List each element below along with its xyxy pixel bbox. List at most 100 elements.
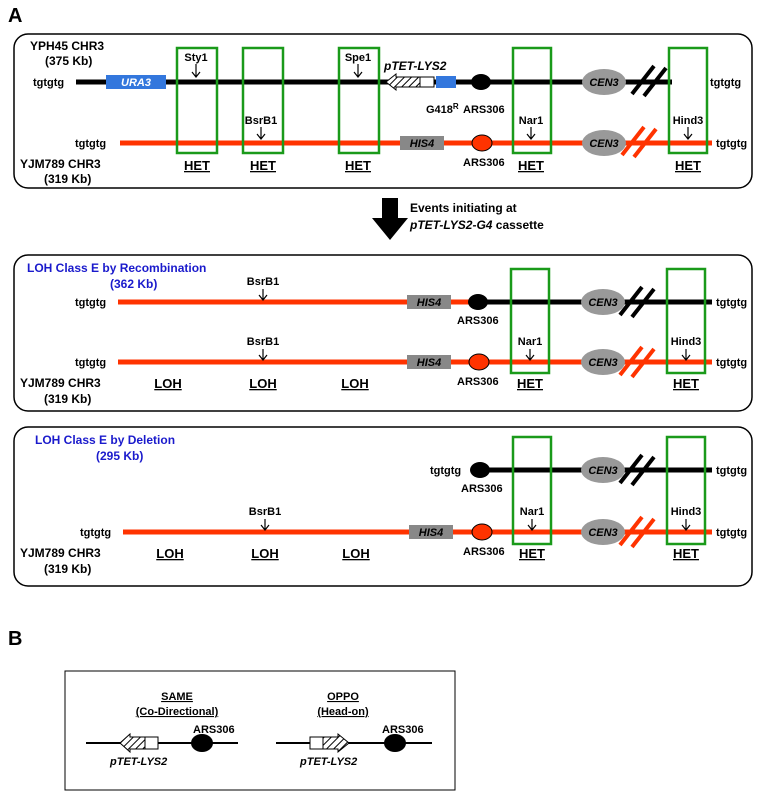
arrow-spe1 [353,64,363,78]
recomb-his4-box-1 [407,295,451,309]
g418-box [436,76,456,88]
recomb-break-red-1 [618,345,644,377]
deletion-hind3: Hind3 [671,506,702,518]
deletion-cen3-1: CEN3 [588,465,617,477]
ars306-label-black: ARS306 [463,104,505,116]
het-label-5: HET [675,158,701,173]
deletion-red-name: YJM789 CHR3 [20,546,101,560]
deletion-loh-2: LOH [251,546,278,561]
het-box-bsrb1 [241,46,285,155]
recomb-bsrb1-2: BsrB1 [247,336,279,348]
deletion-tel-left-1: tgtgtg [430,465,461,477]
same-ptet-label: pTET-LYS2 [109,756,167,768]
het-box-hind3 [667,46,709,155]
recomb-size: (362 Kb) [110,277,157,291]
telomere-left-red: tgtgtg [75,138,106,150]
same-ars306-oval [191,734,213,752]
oppo-ptet-box [309,736,324,750]
same-ars306-label: ARS306 [193,724,235,736]
his4-box [400,136,444,150]
ptet-lys2-label: pTET-LYS2 [383,59,447,73]
telomere-left: tgtgtg [33,77,64,89]
g418r-label: G418R [426,102,459,116]
het-label-4: HET [518,158,544,173]
het-label-3: HET [345,158,371,173]
deletion-his4: HIS4 [419,527,443,539]
deletion-size: (295 Kb) [96,449,143,463]
recomb-box-frame [13,254,753,412]
ars306-oval-black [471,74,491,90]
recomb-ars-oval-2 [468,353,490,371]
oppo-title: OPPO [327,691,359,703]
cen3-label-red: CEN3 [589,138,618,150]
deletion-het-2: HET [673,546,699,561]
recomb-loh-1: LOH [154,376,181,391]
site-hind3: Hind3 [673,115,704,127]
red-chr-size: (319 Kb) [44,172,91,186]
recomb-ars-label-1: ARS306 [457,315,499,327]
same-title: SAME [161,691,193,703]
recomb-hind3: Hind3 [671,336,702,348]
deletion-cen3-2: CEN3 [588,527,617,539]
het-box-sty1 [175,46,219,155]
deletion-nar1: Nar1 [520,506,544,518]
site-sty1: Sty1 [184,52,207,64]
break-mark-black-1 [630,64,656,96]
recomb-het-box-hind3 [665,267,707,375]
deletion-break-red-1 [618,515,644,547]
deletion-box-frame [13,426,753,587]
deletion-ars-oval-2 [471,523,493,541]
g418-sup: R [453,102,459,111]
site-spe1: Spe1 [345,52,371,64]
break-mark-red-1 [620,125,646,157]
panel-a-label: A [8,5,22,27]
his4-label: HIS4 [410,138,434,150]
recomb-red-name: YJM789 CHR3 [20,376,101,390]
recomb-cen3-oval-1 [581,289,625,315]
ura3-box [106,75,166,89]
deletion-tel-right-2: tgtgtg [716,527,747,539]
deletion-break-black-1 [618,453,644,485]
deletion-break-red-2 [630,517,656,549]
top-box-frame [13,33,753,189]
black-chr-size: (375 Kb) [45,54,92,68]
telomere-right: tgtgtg [710,77,741,89]
oppo-ars306-oval [384,734,406,752]
panel-b-label: B [8,628,22,650]
events-cassette-rest: cassette [492,218,544,232]
recomb-loh-2: LOH [249,376,276,391]
recomb-het-2: HET [673,376,699,391]
deletion-his4-box [409,525,453,539]
recomb-loh-3: LOH [341,376,368,391]
het-label-2: HET [250,158,276,173]
deletion-het-box-nar1 [511,435,553,546]
oppo-lys2-arrow [322,732,350,754]
same-subtitle: (Co-Directional) [136,706,219,718]
recomb-cen3-oval-2 [581,349,625,375]
same-lys2-arrow [119,732,146,754]
red-chr-name: YJM789 CHR3 [20,157,101,171]
deletion-title: LOH Class E by Deletion [35,433,175,447]
same-ptet-box [144,736,159,750]
het-box-spe1 [337,46,381,155]
oppo-ars306-label: ARS306 [382,724,424,736]
site-bsrb1: BsrB1 [245,115,277,127]
recomb-arrow-bsrb1-2 [258,349,268,361]
cen3-oval-black [582,69,626,95]
recomb-bsrb1-1: BsrB1 [247,276,279,288]
ars306-oval-red [471,134,493,152]
break-mark-black-2 [642,66,668,98]
break-mark-red-2 [632,127,658,159]
deletion-box: LOH Class E by Deletion (295 Kb) tgtgtg … [13,426,753,587]
cen3-oval-red [582,130,626,156]
recomb-his4-2: HIS4 [417,357,441,369]
recomb-cen3-2: CEN3 [588,357,617,369]
arrow-bsrb1 [256,127,266,140]
deletion-het-box-hind3 [665,435,707,546]
recomb-red-size: (319 Kb) [44,392,91,406]
deletion-red-size: (319 Kb) [44,562,91,576]
black-chr-name: YPH45 CHR3 [30,39,104,53]
recomb-break-black-2 [630,287,656,319]
recomb-arrow-hind3 [681,349,691,361]
